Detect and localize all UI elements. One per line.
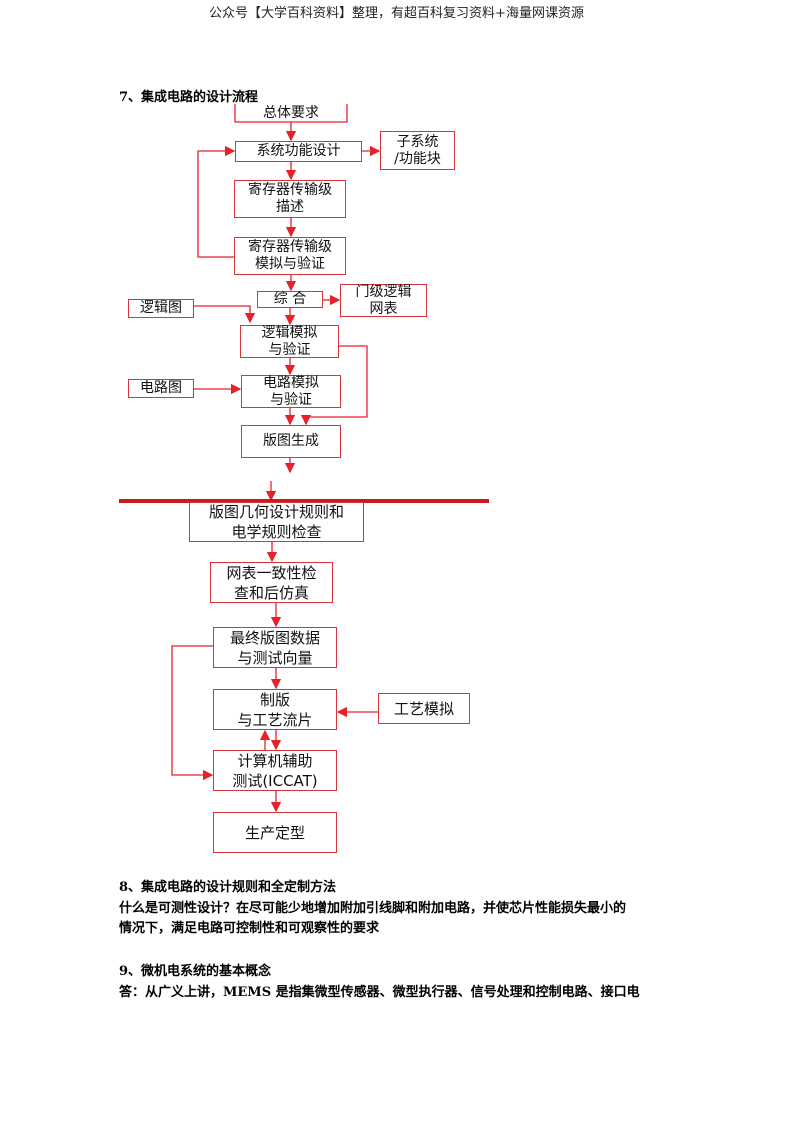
iccat-box: 计算机辅助 测试(ICCAT) — [213, 750, 337, 791]
circuit-simulation-box: 电路模拟 与验证 — [241, 375, 341, 408]
production-box: 生产定型 — [213, 812, 337, 853]
lvs-post-sim-box: 网表一致性检 查和后仿真 — [210, 562, 333, 603]
subsystem-box: 子系统 /功能块 — [380, 131, 455, 170]
rtl-simulation-box: 寄存器传输级 模拟与验证 — [234, 237, 346, 275]
rtl-description-box: 寄存器传输级 描述 — [234, 180, 346, 218]
section-8-text-2: 情况下，满足电路可控制性和可观察性的要求 — [119, 921, 380, 936]
section-9-text-1: 答：从广义上讲，MEMS 是指集微型传感器、微型执行器、信号处理和控制电路、接口… — [119, 985, 640, 1000]
logic-simulation-box: 逻辑模拟 与验证 — [240, 325, 339, 358]
final-layout-data-box: 最终版图数据 与测试向量 — [213, 627, 337, 668]
section-8-title: 8、集成电路的设计规则和全定制方法 — [119, 880, 337, 895]
section-8-text-1: 什么是可测性设计？在尽可能少地增加附加引线脚和附加电路，并使芯片性能损失最小的 — [119, 901, 627, 916]
circuit-diagram-box: 电路图 — [128, 379, 194, 398]
section-9-title: 9、微机电系统的基本概念 — [119, 964, 272, 979]
process-simulation-box: 工艺模拟 — [378, 693, 470, 724]
overall-requirements-box: 总体要求 — [263, 104, 319, 121]
synthesis-box: 综 合 — [257, 291, 323, 308]
mask-fabrication-box: 制版 与工艺流片 — [213, 689, 337, 730]
section-7-title: 7、集成电路的设计流程 — [119, 90, 259, 105]
page-header: 公众号【大学百科资料】整理，有超百科复习资料+海量网课资源 — [209, 6, 584, 21]
drc-erc-box: 版图几何设计规则和 电学规则检查 — [189, 502, 364, 542]
layout-generation-box: 版图生成 — [241, 425, 341, 458]
logic-diagram-box: 逻辑图 — [128, 299, 194, 318]
system-design-box: 系统功能设计 — [235, 141, 362, 162]
gate-netlist-box: 门级逻辑 网表 — [340, 284, 427, 317]
